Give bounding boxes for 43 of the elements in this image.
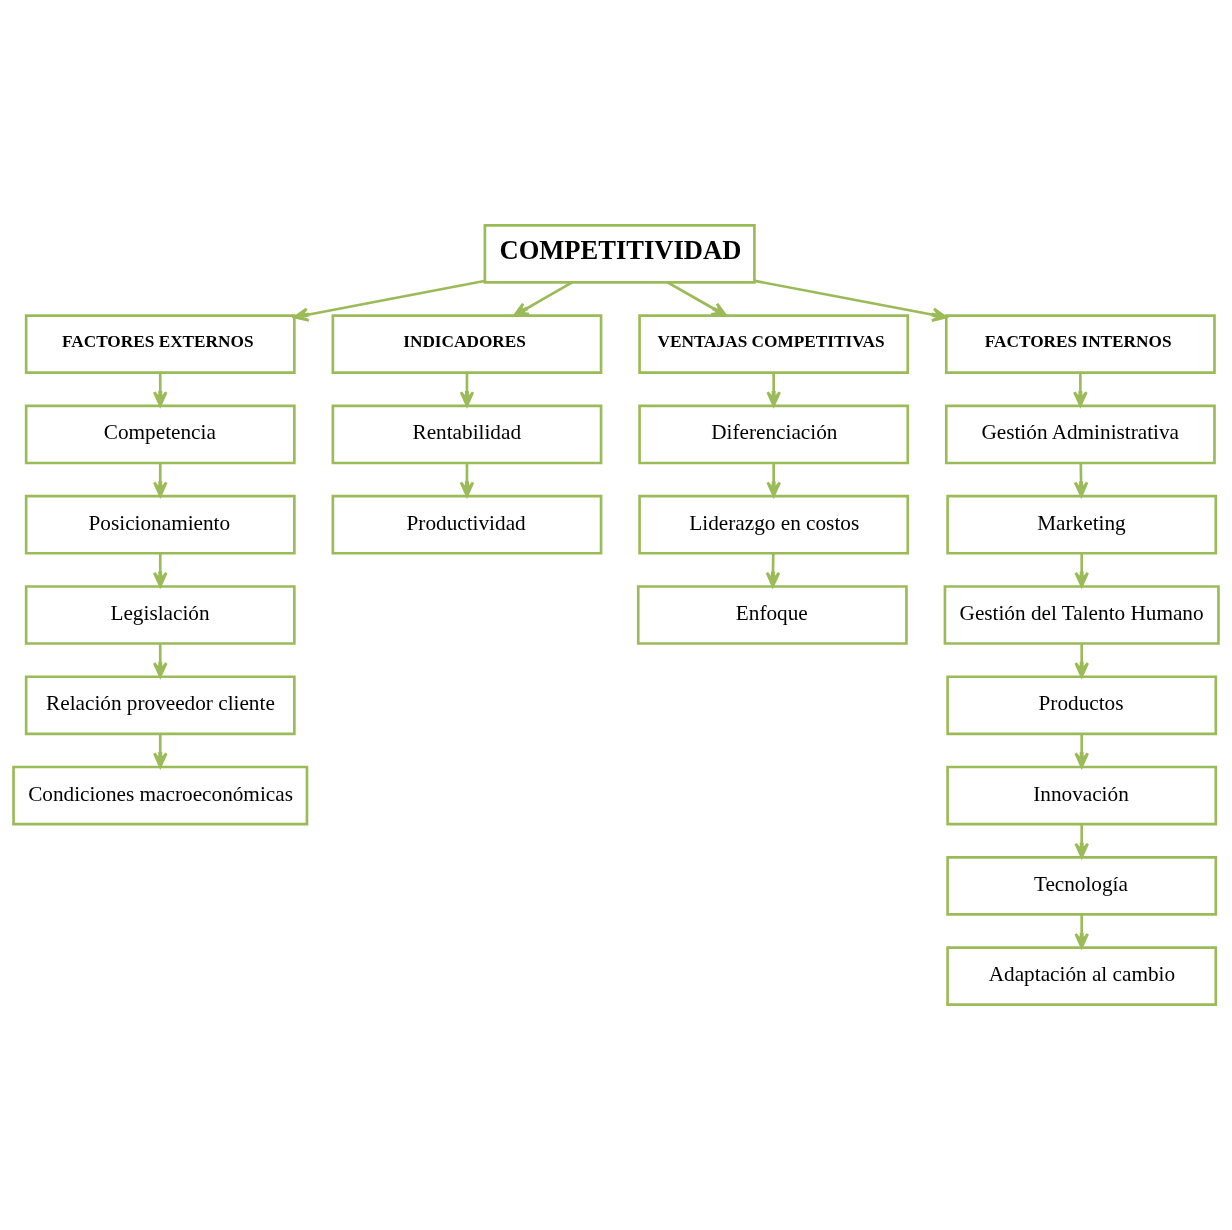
arrow <box>152 463 168 498</box>
arrow <box>152 733 168 769</box>
node-box: Tecnología <box>946 855 1218 916</box>
arrow <box>754 279 948 322</box>
node-box: Competencia <box>24 404 296 465</box>
node-box: Diferenciación <box>638 404 910 465</box>
arrow <box>293 279 485 322</box>
node-box: Rentabilidad <box>331 404 603 465</box>
node-box: Legislación <box>24 585 296 645</box>
node-box: Gestión del Talento Humano <box>943 585 1220 645</box>
node-box: Productividad <box>331 494 603 555</box>
node-box: Gestión Administrativa <box>944 404 1216 465</box>
arrow <box>1074 914 1089 949</box>
arrow <box>1074 733 1089 769</box>
node-box: INDICADORES <box>331 314 603 374</box>
arrow <box>152 643 168 678</box>
arrow <box>152 553 168 588</box>
arrow <box>1073 463 1089 498</box>
node-box: Marketing <box>946 494 1218 555</box>
arrow <box>666 281 728 317</box>
node-box: FACTORES EXTERNOS <box>24 314 296 374</box>
node-box: COMPETITIVIDAD <box>483 224 756 284</box>
arrow <box>766 463 781 498</box>
node-box: Relación proveedor cliente <box>24 675 296 736</box>
node-box: VENTAJAS COMPETITIVAS <box>638 314 910 374</box>
arrow <box>1073 372 1088 407</box>
arrow <box>1074 824 1089 859</box>
node-box: Posicionamiento <box>24 494 296 555</box>
arrow <box>459 372 475 407</box>
node-box: Innovación <box>946 765 1218 826</box>
node-box: Productos <box>946 675 1218 736</box>
arrow <box>1074 643 1089 678</box>
arrow <box>765 553 781 588</box>
arrow <box>513 281 573 317</box>
arrow <box>766 372 781 407</box>
node-box: Enfoque <box>636 585 908 645</box>
node-box: FACTORES INTERNOS <box>944 314 1216 374</box>
node-box: Adaptación al cambio <box>946 946 1218 1007</box>
arrow <box>459 463 475 498</box>
node-box: Liderazgo en costos <box>638 494 910 555</box>
arrow <box>152 372 168 407</box>
node-box: Condiciones macroeconómicas <box>12 765 309 826</box>
arrow <box>1074 553 1089 588</box>
